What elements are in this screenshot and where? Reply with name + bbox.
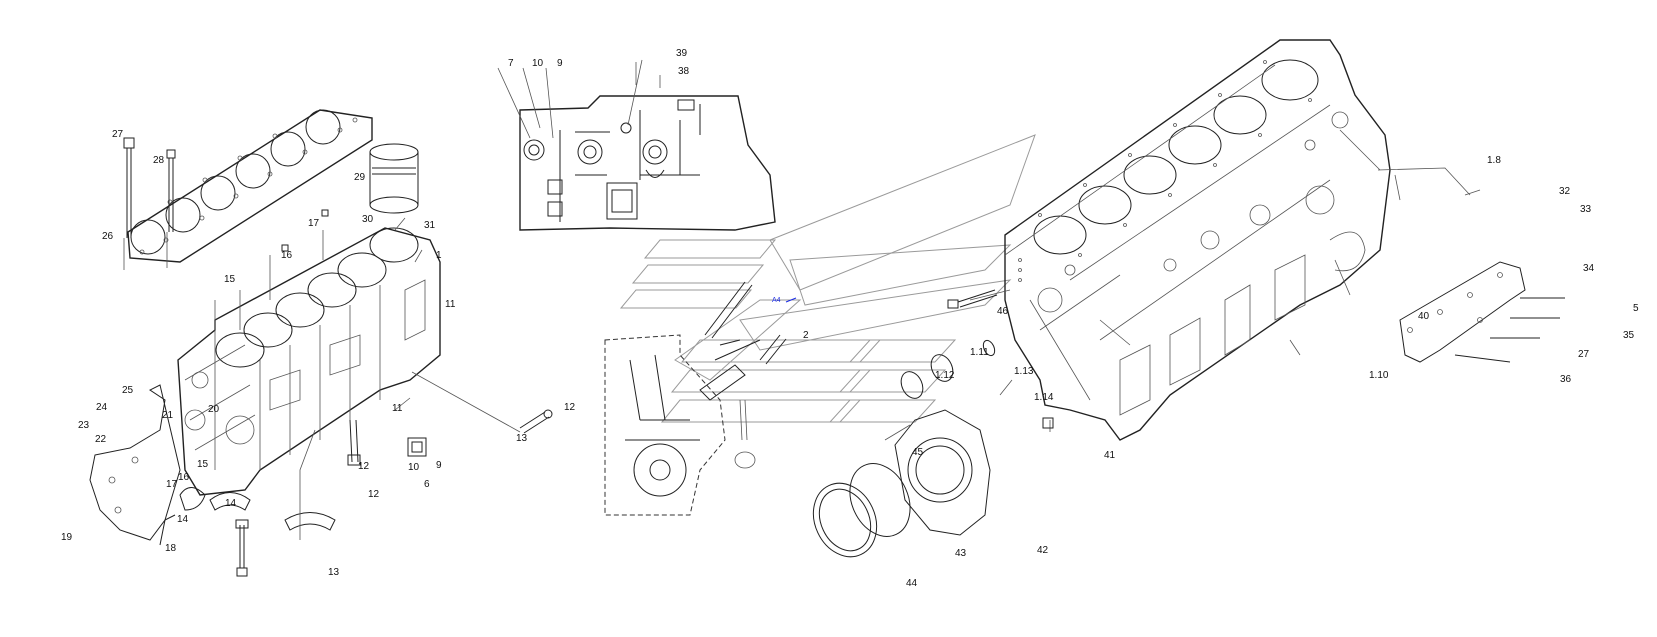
callout-left: 22 xyxy=(95,434,107,445)
callout-left: 12 xyxy=(368,489,380,500)
leader-lines-right xyxy=(884,167,1481,441)
bolt-41 xyxy=(1042,417,1054,429)
side-cover-plate xyxy=(1399,261,1526,363)
head-bolt-short xyxy=(166,149,176,232)
small-o-rings xyxy=(900,339,996,399)
callout-left: 14 xyxy=(177,514,189,525)
callout-right: 42 xyxy=(1037,545,1049,556)
main-bearing-bolt xyxy=(235,519,249,577)
callout-left: 9 xyxy=(436,460,442,471)
callout-left: 1 xyxy=(436,250,442,261)
callout-right: 34 xyxy=(1583,263,1595,274)
callout-left: 25 xyxy=(122,385,134,396)
plug-assembly xyxy=(407,437,427,457)
chain-link xyxy=(734,399,756,469)
callout-inset: 38 xyxy=(678,66,690,77)
callout-right: 46 xyxy=(997,306,1009,317)
callout-left: 20 xyxy=(208,404,220,415)
callout-left: 23 xyxy=(78,420,90,431)
callout-right: 1.12 xyxy=(935,370,955,381)
callout-left: 10 xyxy=(408,462,420,473)
callout-left: 29 xyxy=(354,172,366,183)
callout-right: 1.11 xyxy=(970,347,989,358)
engine-block-left xyxy=(177,227,441,496)
head-bolt-long xyxy=(123,137,135,238)
callout-left: 17 xyxy=(308,218,320,229)
watermark-logo xyxy=(619,134,1036,423)
callout-left: 11 xyxy=(445,299,456,310)
rear-seal-left xyxy=(159,514,176,546)
callout-right: 1.13 xyxy=(1014,366,1034,377)
callout-right: 35 xyxy=(1623,330,1635,341)
blue-mark-tick xyxy=(785,297,797,303)
callout-left: 24 xyxy=(96,402,108,413)
callout-left: 19 xyxy=(61,532,73,543)
callout-right: 45 xyxy=(912,447,924,458)
front-cover-plate xyxy=(89,384,181,541)
blue-mark: A4 xyxy=(772,297,781,304)
o-ring-large xyxy=(849,463,911,537)
callout-right: 5 xyxy=(1633,303,1639,314)
callout-right: 41 xyxy=(1104,450,1116,461)
callout-left: 26 xyxy=(102,231,114,242)
callout-right: 40 xyxy=(1418,311,1430,322)
callout-inset: 39 xyxy=(676,48,688,59)
callout-left: 16 xyxy=(178,472,190,483)
cylinder-liner xyxy=(369,143,419,214)
callout-center: 2 xyxy=(803,330,809,341)
callout-right: 36 xyxy=(1560,374,1572,385)
rear-seal-housing xyxy=(894,409,991,536)
bearing-shells xyxy=(179,487,336,531)
callout-right: 32 xyxy=(1559,186,1571,197)
callout-left: 27 xyxy=(112,129,124,140)
callout-right: 1.8 xyxy=(1487,155,1501,166)
callout-left: 11 xyxy=(392,403,403,414)
callout-left: 6 xyxy=(424,479,430,490)
callout-left: 15 xyxy=(197,459,209,470)
callout-right: 1.10 xyxy=(1369,370,1389,381)
oil-jet xyxy=(347,419,361,466)
head-gasket xyxy=(127,109,373,263)
inset-detail-view xyxy=(519,95,776,231)
callout-left: 13 xyxy=(516,433,528,444)
callout-left: 28 xyxy=(153,155,165,166)
callout-left: 31 xyxy=(424,220,436,231)
bolt-46 xyxy=(947,289,998,309)
engine-block-right xyxy=(1004,39,1391,441)
callout-left: 15 xyxy=(224,274,236,285)
oil-seal xyxy=(812,482,878,558)
callout-inset: 9 xyxy=(557,58,563,69)
callout-right: 33 xyxy=(1580,204,1592,215)
callout-left: 18 xyxy=(165,543,177,554)
leader-lines-inset xyxy=(497,59,661,139)
dipstick-tube xyxy=(704,281,787,365)
callout-right: 43 xyxy=(955,548,967,559)
callout-left: 16 xyxy=(281,250,293,261)
cover-bolts xyxy=(1454,297,1565,363)
callout-left: 21 xyxy=(162,410,174,421)
callout-left: 17 xyxy=(166,479,178,490)
drain-plug xyxy=(519,409,553,434)
callout-left: 13 xyxy=(328,567,340,578)
callout-right: 44 xyxy=(906,578,918,589)
callout-left: 12 xyxy=(564,402,576,413)
callout-left: 12 xyxy=(358,461,370,472)
callout-left: 30 xyxy=(362,214,374,225)
callout-inset: 7 xyxy=(508,58,514,69)
callout-right: 1.14 xyxy=(1034,392,1054,403)
callout-right: 27 xyxy=(1578,349,1590,360)
leader-lines-left xyxy=(214,217,521,540)
callout-left: 14 xyxy=(225,498,237,509)
callout-inset: 10 xyxy=(532,58,544,69)
center-detail-view xyxy=(604,281,787,516)
